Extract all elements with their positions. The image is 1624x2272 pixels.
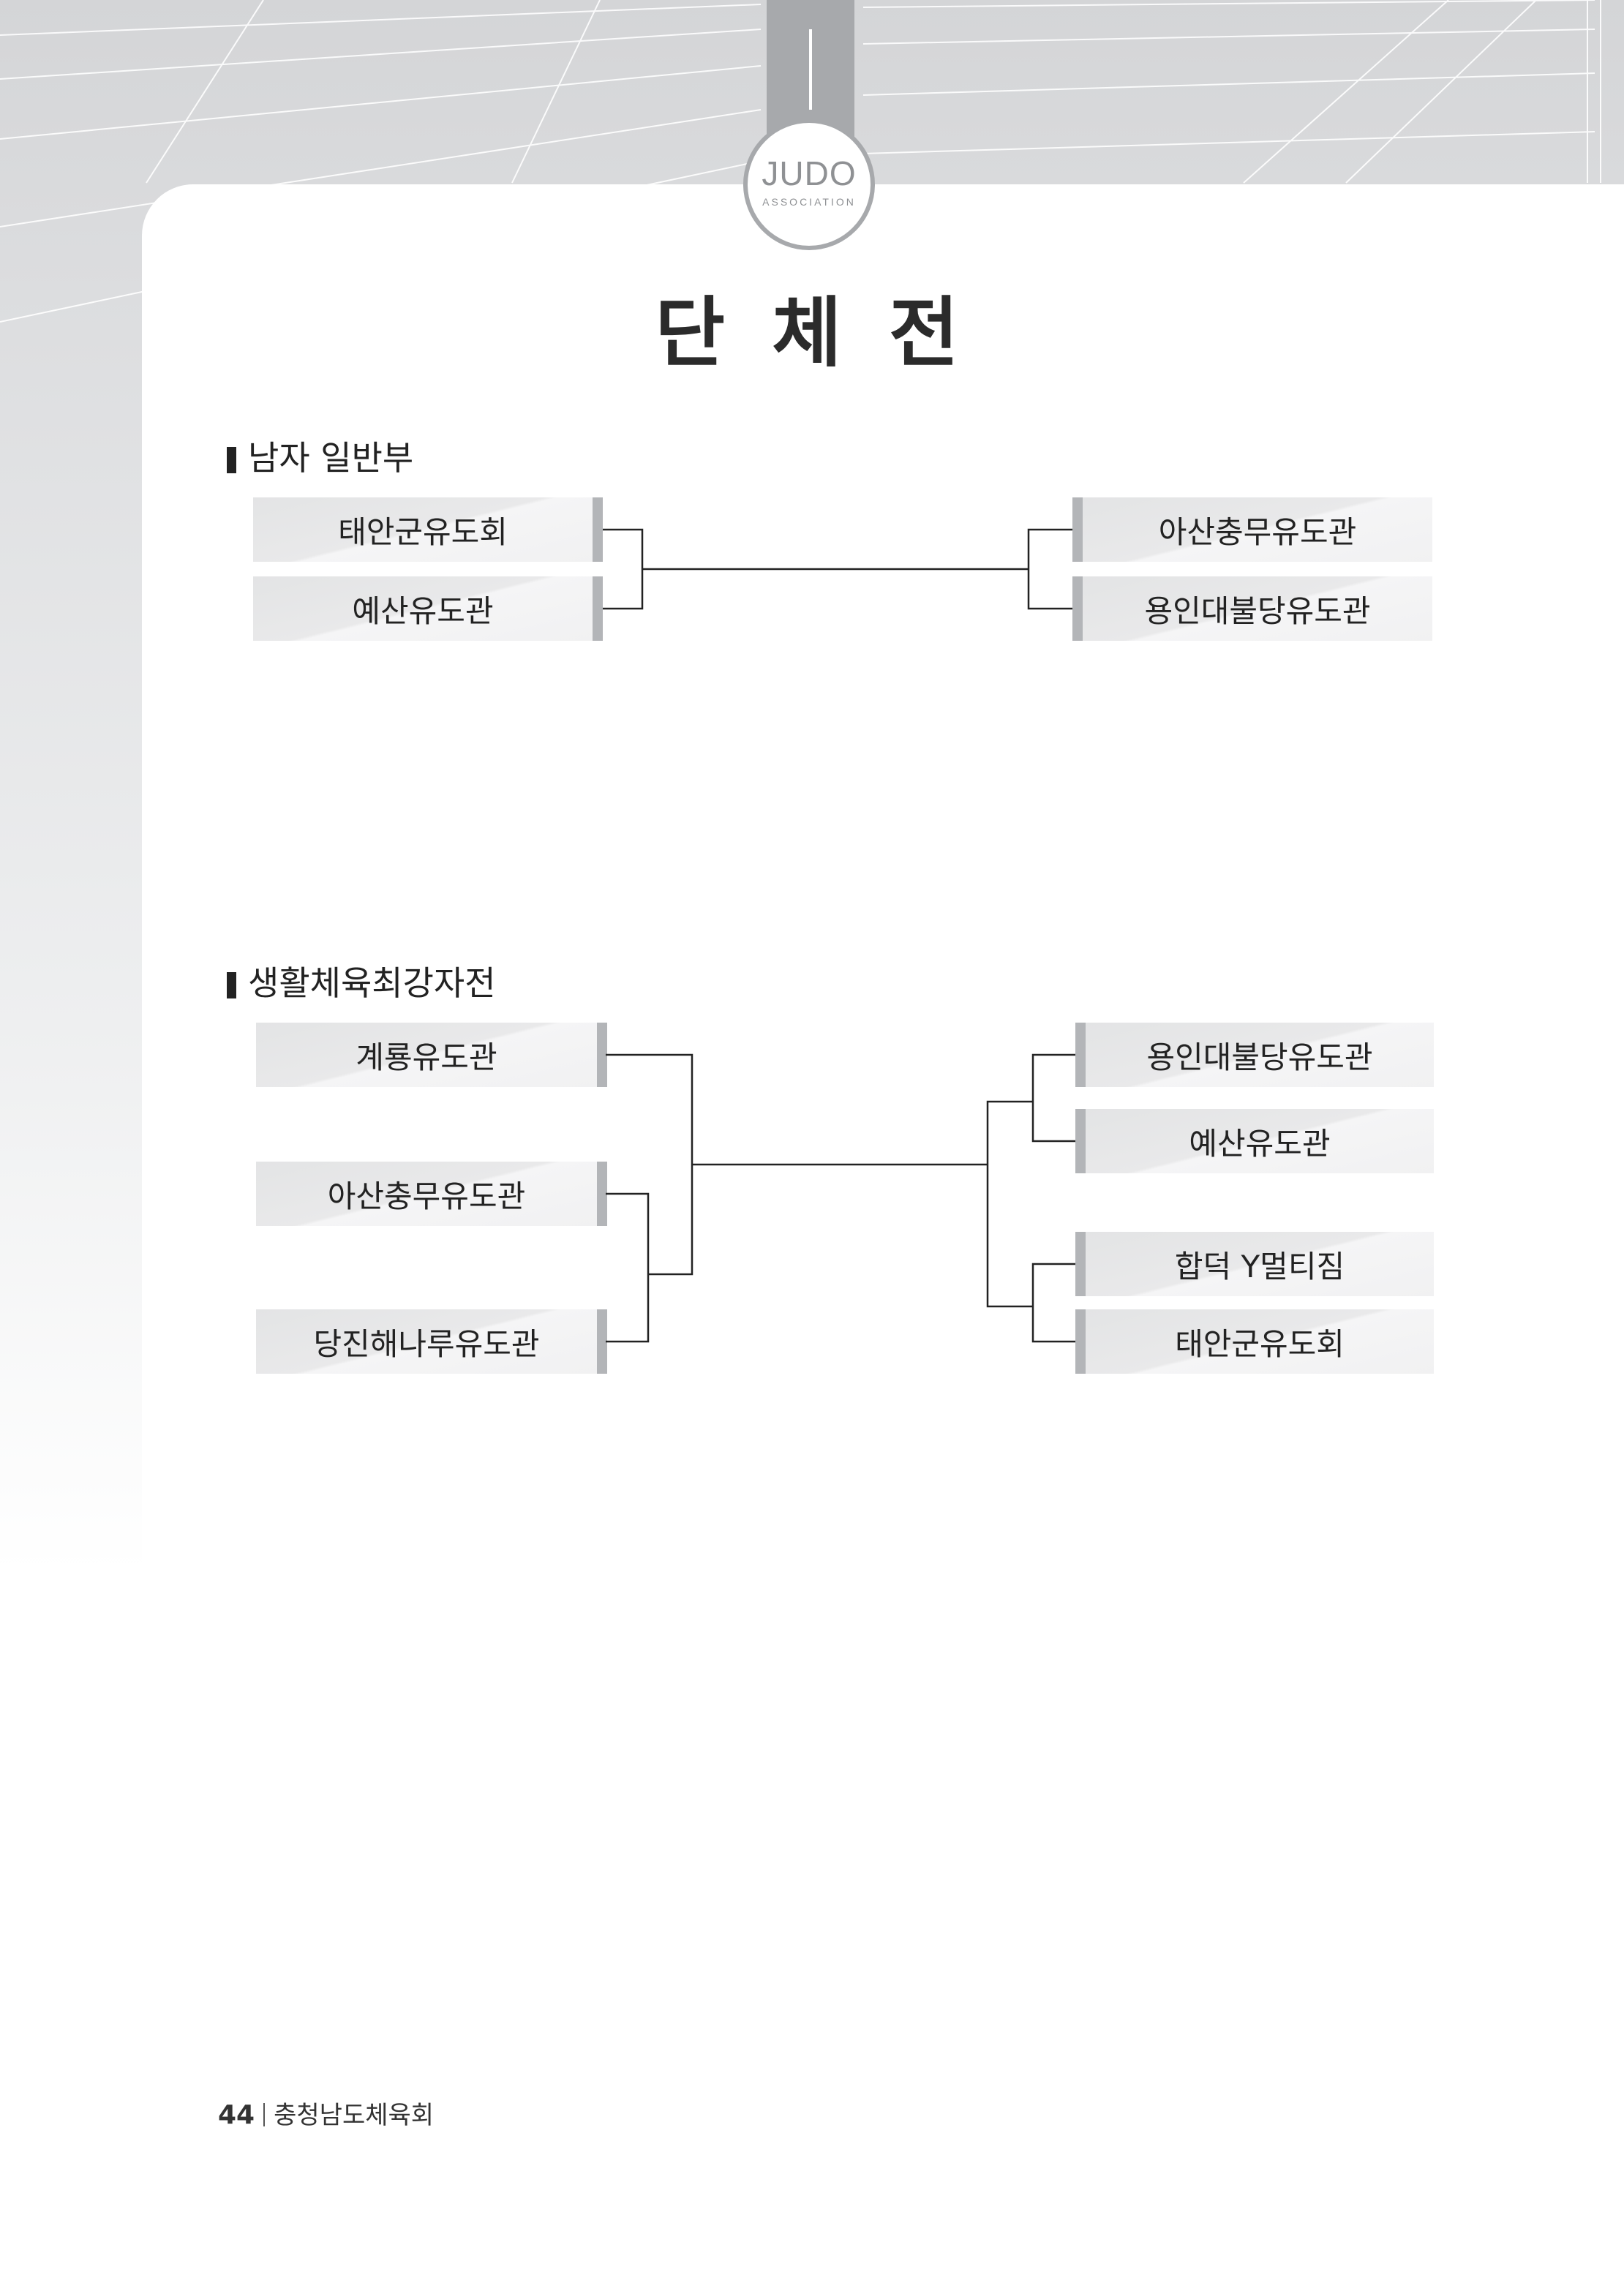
section-title-sports-champion: 생활체육최강자전 — [227, 961, 496, 1005]
section-title-text: 남자 일반부 — [248, 438, 414, 478]
logo-main-text: JUDO — [762, 154, 857, 192]
section-title-men-general: 남자 일반부 — [227, 436, 413, 480]
team-box: 예산유도관 — [1075, 1109, 1434, 1173]
team-box: 아산충무유도관 — [1072, 497, 1432, 562]
footer-separator — [263, 2103, 266, 2126]
judo-association-logo: JUDO ASSOCIATION — [743, 119, 875, 250]
team-box: 합덕 Y멀티짐 — [1075, 1232, 1434, 1296]
team-box: 아산충무유도관 — [256, 1162, 607, 1226]
page-title: 단 체 전 — [655, 288, 969, 377]
team-box: 용인대불당유도관 — [1072, 576, 1432, 641]
team-box: 계룡유도관 — [256, 1023, 607, 1087]
page-number: 44 — [218, 2100, 255, 2130]
logo-sub-text: ASSOCIATION — [762, 196, 856, 208]
section-bullet — [227, 447, 236, 473]
team-box: 태안군유도회 — [1075, 1309, 1434, 1374]
page-footer: 44 충청남도체육회 — [218, 2098, 434, 2133]
team-box: 태안군유도회 — [253, 497, 603, 562]
section-title-text: 생활체육최강자전 — [248, 963, 496, 1003]
team-box: 예산유도관 — [253, 576, 603, 641]
team-box: 용인대불당유도관 — [1075, 1023, 1434, 1087]
team-box: 당진해나루유도관 — [256, 1309, 607, 1374]
publisher-name: 충청남도체육회 — [274, 2101, 435, 2130]
header-tab-line — [809, 29, 812, 110]
header-background-lines — [0, 0, 1624, 1609]
section-bullet — [227, 972, 236, 998]
